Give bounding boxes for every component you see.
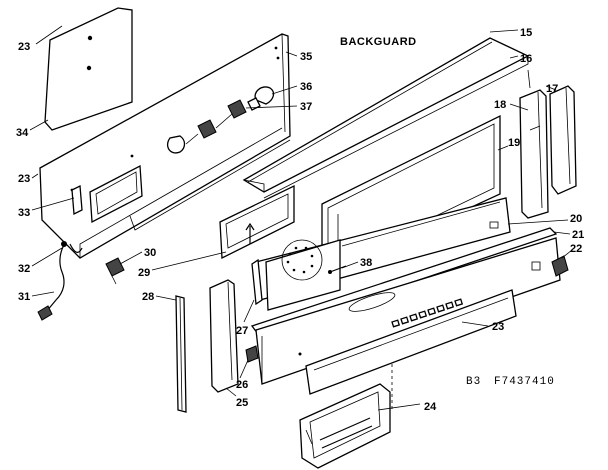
callout-35: 35: [300, 51, 312, 63]
callout-26: 26: [236, 379, 248, 391]
callout-20: 20: [570, 213, 582, 225]
callout-34: 34: [16, 127, 29, 139]
part-35-rear-panel: [39, 33, 291, 259]
callout-27: 27: [236, 325, 248, 337]
part-22-knob: [551, 255, 569, 277]
callout-24: 24: [424, 401, 437, 413]
callout-15: 15: [520, 27, 532, 39]
part-34-cover-plate: [44, 7, 133, 131]
callout-30: 30: [144, 247, 156, 259]
part-33-bracket: [71, 184, 83, 216]
part-20-control-housing: [255, 197, 511, 311]
diagram-code-right: F7437410: [494, 376, 555, 388]
part-36-lamp: [247, 86, 275, 111]
diagram-title: BACKGUARD: [340, 36, 417, 48]
callout-21: 21: [572, 229, 584, 241]
callout-23a: 23: [18, 41, 30, 53]
part-37-socket: [166, 99, 247, 154]
part-24-bracket-assembly: [299, 383, 391, 469]
part-25-end-cap: [209, 279, 239, 393]
part-16-top-trim: [242, 37, 530, 199]
callout-17: 17: [546, 83, 558, 95]
callout-16: 16: [520, 53, 532, 65]
button-row: [391, 298, 464, 328]
callout-31: 31: [18, 291, 30, 303]
part-24-lower-bezel: [305, 289, 517, 395]
part-28-end-strip: [175, 295, 187, 413]
callout-29: 29: [138, 267, 150, 279]
part-23-front-panel: [255, 237, 561, 385]
callout-23b: 23: [18, 173, 30, 185]
part-38-screw: [328, 265, 347, 274]
callout-19: 19: [508, 137, 520, 149]
leader-lines: [29, 25, 573, 411]
part-26-knob: [245, 345, 259, 363]
callout-18: 18: [494, 99, 506, 111]
part-30-connector: [105, 257, 125, 285]
callout-33: 33: [18, 207, 30, 219]
callout-23c: 23: [492, 321, 504, 333]
part-18-end-bracket: [519, 89, 549, 219]
diagram-code-left: B3: [466, 376, 481, 388]
callout-38: 38: [360, 257, 372, 269]
part-29-clock-window: [219, 184, 295, 260]
callout-32: 32: [18, 263, 30, 275]
callout-36: 36: [300, 81, 312, 93]
part-31-32-wiring: [37, 241, 83, 321]
callout-22: 22: [570, 243, 582, 255]
callout-25: 25: [236, 397, 248, 409]
callout-labels: 23 35 36 37 34 23 33 32 31 30 29 28 27 2…: [16, 27, 584, 413]
part-27-clip: [251, 258, 263, 306]
callout-28: 28: [142, 291, 154, 303]
callout-37: 37: [300, 101, 312, 113]
part-17-end-bracket: [549, 85, 577, 195]
